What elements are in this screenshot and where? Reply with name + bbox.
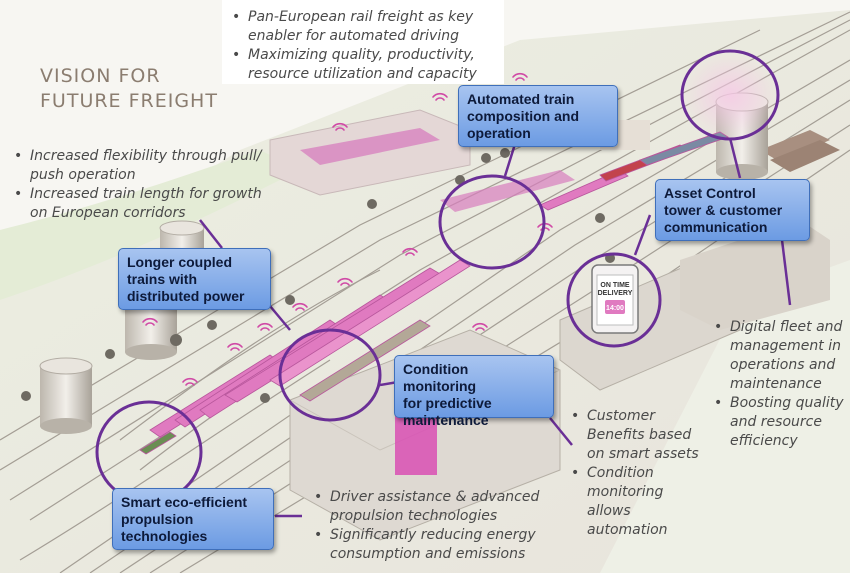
center-bullet-2: Condition monitoring allows automation bbox=[569, 464, 701, 540]
callout-longer-trains: Longer coupled trains with distributed p… bbox=[118, 248, 271, 310]
left-bullet-1: Increased flexibility through pull/ push… bbox=[12, 147, 272, 185]
left-bullets: Increased flexibility through pull/ push… bbox=[12, 147, 272, 223]
center-bullet-1: Customer Benefits based on smart assets bbox=[569, 407, 701, 464]
bottom-bullet-2: Significantly reducing energy consumptio… bbox=[312, 526, 552, 564]
focus-circles bbox=[95, 49, 780, 504]
top-bullet-2: Maximizing quality, productivity, resour… bbox=[230, 46, 500, 84]
connector-lines bbox=[148, 127, 792, 518]
callout-smart-propulsion: Smart eco-efficient propulsion technolog… bbox=[112, 488, 274, 550]
callout-automated-composition: Automated train composition and operatio… bbox=[458, 85, 618, 147]
callout-condition-monitoring: Condition monitoring for predictive main… bbox=[394, 355, 554, 428]
bottom-bullet-1: Driver assistance & advanced propulsion … bbox=[312, 488, 552, 526]
right-bullet-1: Digital fleet and management in operatio… bbox=[712, 318, 846, 394]
center-bullets: Customer Benefits based on smart assets … bbox=[569, 407, 701, 540]
device-text-line1: ON TIME bbox=[600, 282, 629, 289]
circle-condition bbox=[278, 328, 382, 422]
train-wagons bbox=[139, 131, 729, 455]
circle-composition bbox=[438, 174, 546, 270]
circle-device bbox=[566, 252, 662, 348]
bottom-bullets: Driver assistance & advanced propulsion … bbox=[312, 488, 552, 564]
left-bullet-2: Increased train length for growth on Eur… bbox=[12, 185, 272, 223]
callout-asset-control-tower: Asset Control tower & customer communica… bbox=[655, 179, 810, 241]
right-bullets: Digital fleet and management in operatio… bbox=[712, 318, 846, 451]
page-title: VISION FOR FUTURE FREIGHT bbox=[40, 65, 218, 112]
device-text-line2: DELIVERY bbox=[598, 290, 633, 297]
right-bullet-2: Boosting quality and resource efficiency bbox=[712, 394, 846, 451]
delivery-device: ON TIME DELIVERY 14:00 bbox=[591, 264, 639, 334]
top-bullet-1: Pan-European rail freight as key enabler… bbox=[230, 8, 500, 46]
circle-asset-tower bbox=[680, 49, 780, 141]
top-bullets: Pan-European rail freight as key enabler… bbox=[230, 8, 500, 84]
device-time: 14:00 bbox=[606, 305, 624, 312]
wireless-signal-icons bbox=[142, 72, 553, 386]
